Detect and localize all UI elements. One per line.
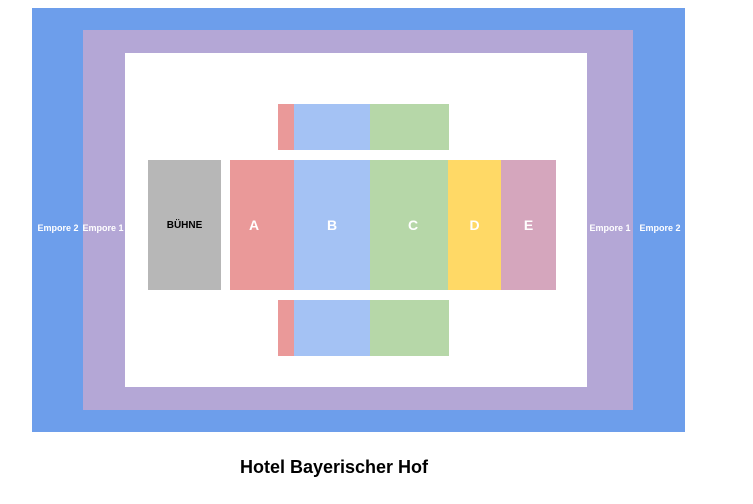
section-d-label: D: [469, 217, 480, 233]
section-b[interactable]: B: [294, 160, 370, 290]
section-d[interactable]: D: [448, 160, 501, 290]
section-c-label: C: [407, 217, 419, 233]
section-c-top[interactable]: [370, 104, 449, 150]
section-c[interactable]: C: [370, 160, 448, 290]
section-e[interactable]: E: [501, 160, 556, 290]
empore-1-label-right: Empore 1: [589, 223, 631, 233]
section-a[interactable]: A: [230, 160, 294, 290]
section-b-bottom[interactable]: [294, 300, 370, 356]
section-b-label: B: [326, 217, 338, 233]
section-b-top[interactable]: [294, 104, 370, 150]
section-a-label: A: [248, 217, 260, 233]
section-c-bottom[interactable]: [370, 300, 449, 356]
empore-1-label-left: Empore 1: [82, 223, 124, 233]
venue-title: Hotel Bayerischer Hof: [239, 457, 429, 477]
section-a-bottom[interactable]: [278, 300, 294, 356]
empore-2-label-left: Empore 2: [37, 223, 79, 233]
section-e-label: E: [523, 217, 534, 233]
stage-label: BÜHNE: [166, 219, 203, 231]
section-a-top[interactable]: [278, 104, 294, 150]
empore-2-label-right: Empore 2: [639, 223, 681, 233]
stage: BÜHNE: [148, 160, 221, 290]
